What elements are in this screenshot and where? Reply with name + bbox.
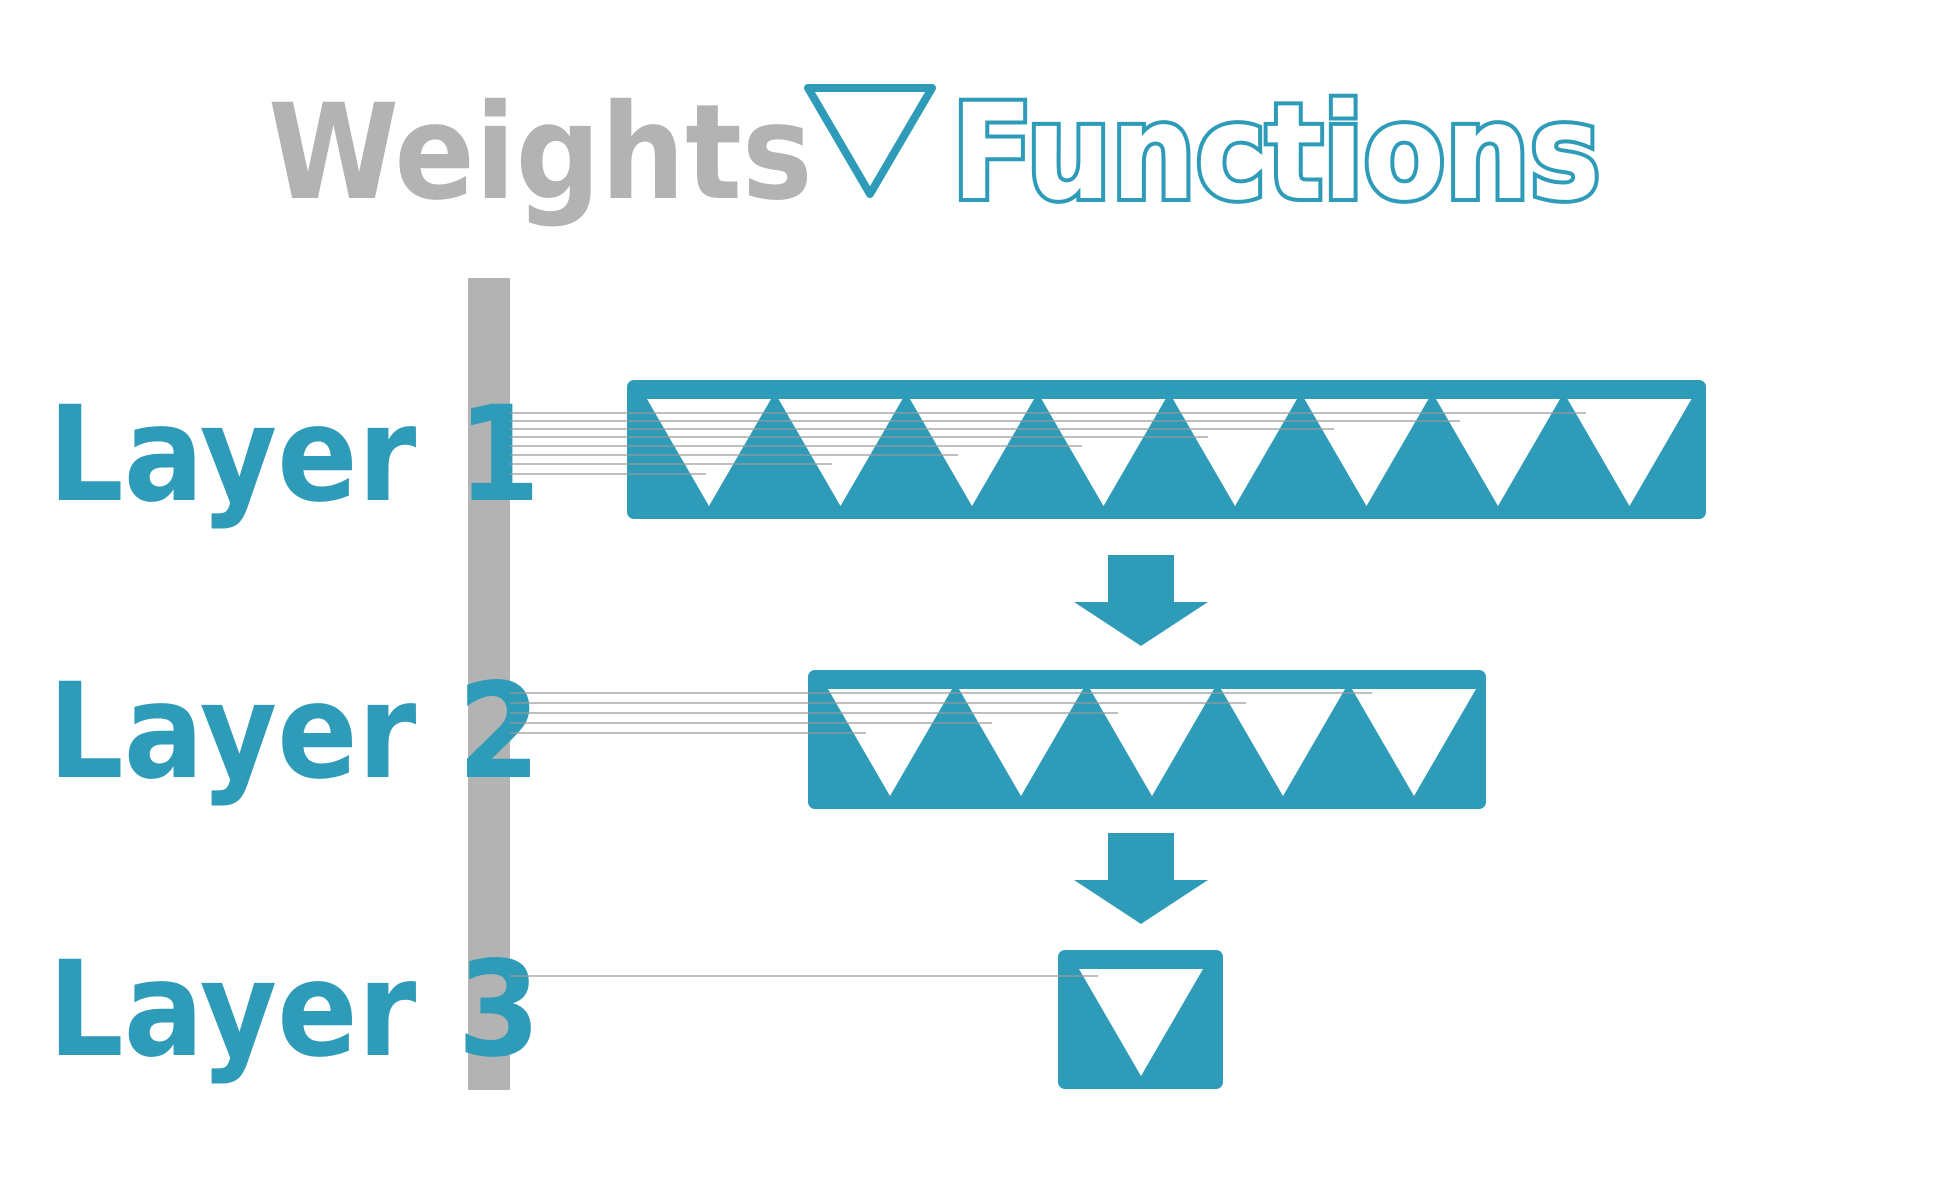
layer-2-label: Layer 2	[48, 655, 540, 809]
function-triangle-icon	[1567, 399, 1692, 506]
function-triangle-icon	[1173, 399, 1297, 506]
layer-1-label: Layer 1	[48, 378, 540, 532]
weight-connection-lines	[510, 412, 1586, 977]
arrow-down-icon	[1074, 833, 1208, 924]
function-triangle-icon	[1221, 689, 1345, 796]
function-box-background	[627, 380, 1706, 519]
function-triangle-icon	[778, 399, 903, 506]
layer-1-function-box	[627, 380, 1706, 519]
weights-bar	[468, 278, 510, 1090]
arrow-down-icon	[1074, 555, 1208, 646]
layer-2-function-box	[808, 670, 1486, 809]
layer-3-function-box	[1058, 950, 1223, 1089]
functions-header: Functions	[952, 76, 1600, 230]
function-triangle-icon	[1079, 969, 1203, 1076]
function-triangle-icon	[828, 689, 952, 796]
function-triangle-icon	[1304, 399, 1429, 506]
weights-header: Weights	[268, 76, 813, 230]
function-triangle-icon	[959, 689, 1083, 796]
function-triangle-icon	[647, 399, 771, 506]
function-triangle-icon	[1436, 399, 1560, 506]
function-triangle-icon	[910, 399, 1034, 506]
function-legend-icon	[804, 84, 936, 198]
function-triangle-icon	[1041, 399, 1166, 506]
function-triangle-icon	[1352, 689, 1476, 796]
function-triangle-icon	[1090, 689, 1214, 796]
layer-3-label: Layer 3	[48, 933, 540, 1087]
